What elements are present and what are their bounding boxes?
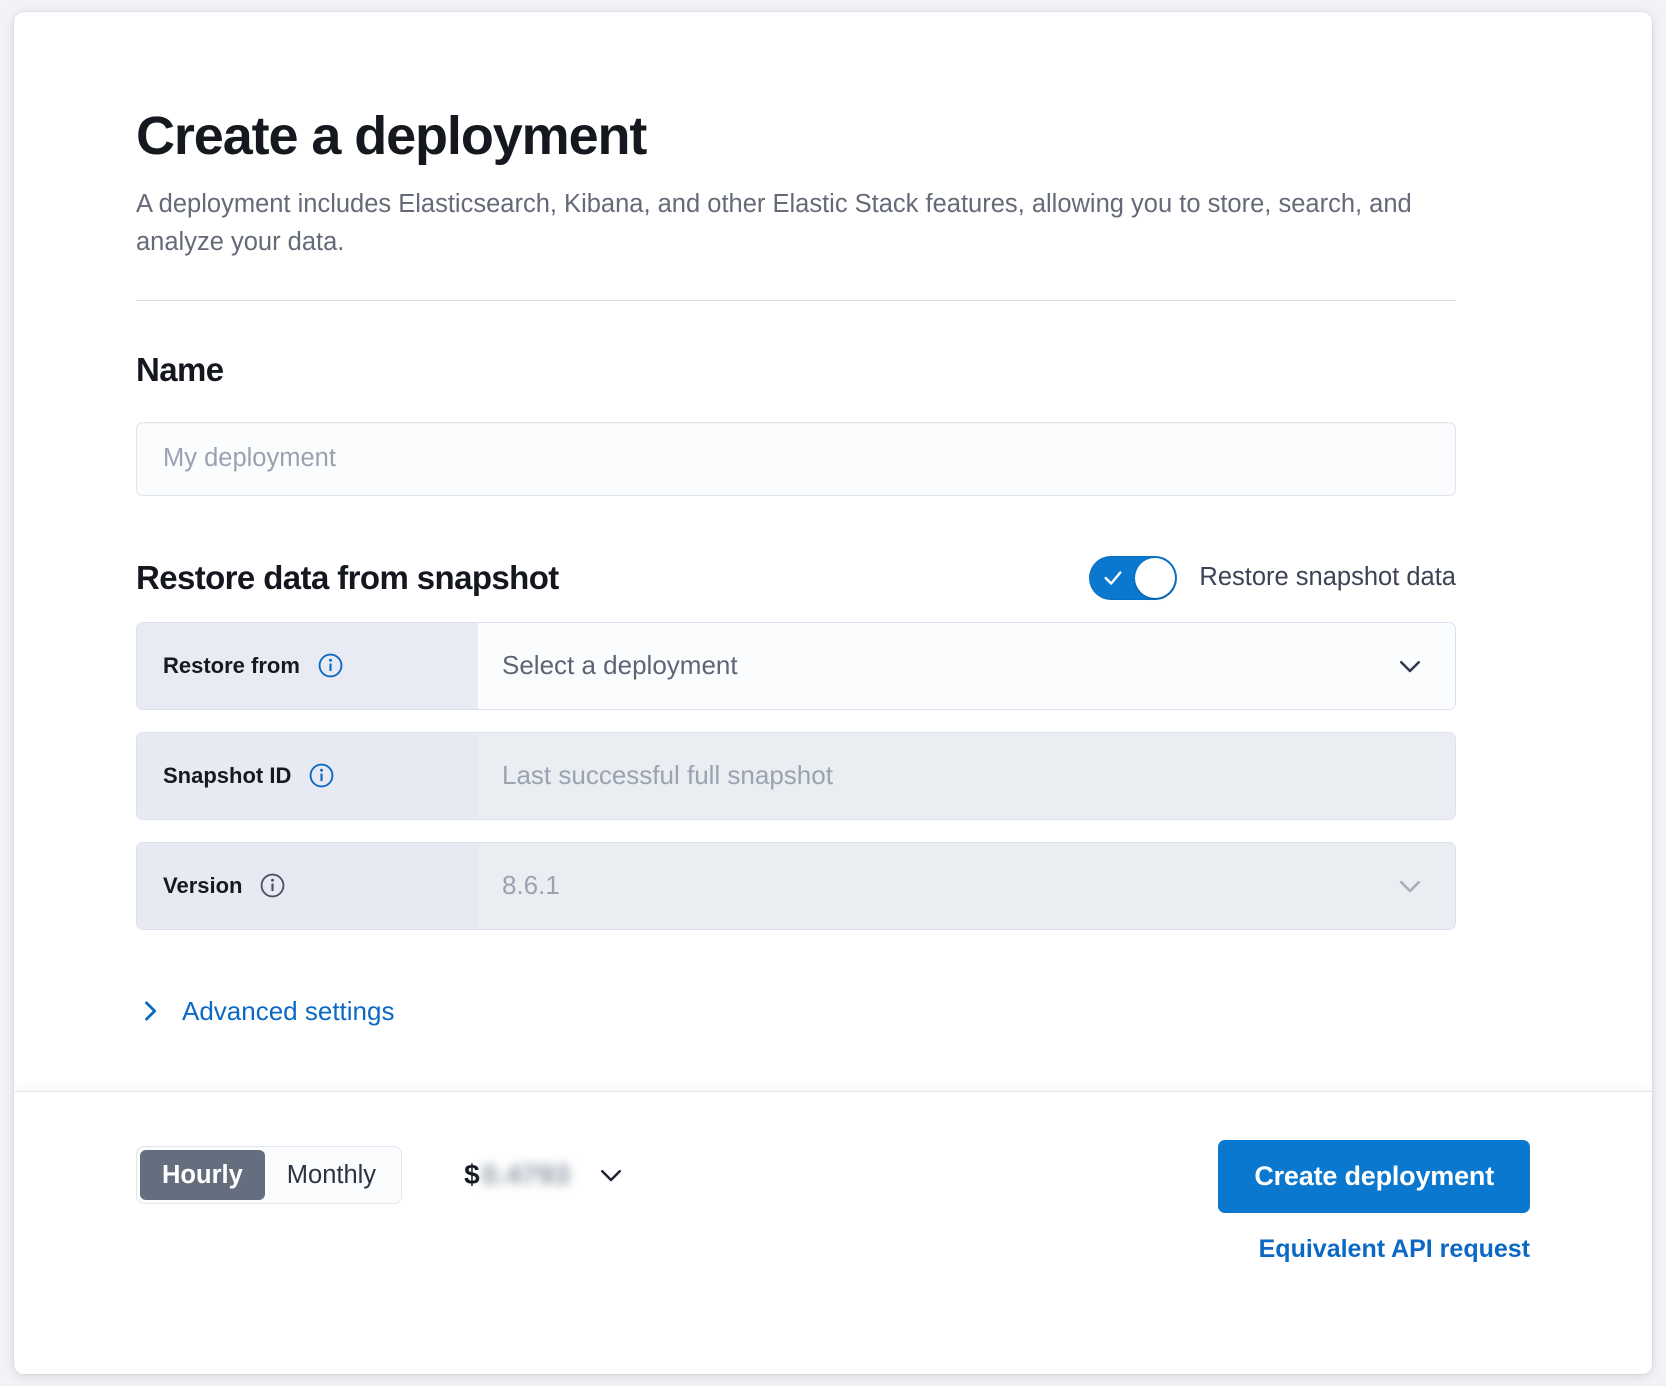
restore-from-select[interactable]: Select a deployment bbox=[478, 622, 1455, 709]
restore-from-row[interactable]: Restore from Select a deployment bbox=[136, 621, 1456, 710]
price-display: $ 0.4793 bbox=[464, 1159, 570, 1191]
page-description: A deployment includes Elasticsearch, Kib… bbox=[136, 190, 1412, 256]
version-label-cell: Version bbox=[137, 842, 478, 929]
footer-left-group: Hourly Monthly $ 0.4793 bbox=[136, 1140, 626, 1204]
chevron-right-icon bbox=[136, 997, 164, 1025]
restore-from-value: Select a deployment bbox=[502, 650, 738, 681]
info-icon[interactable] bbox=[318, 653, 343, 678]
restore-section-header: Restore data from snapshot Resto bbox=[136, 555, 1456, 600]
restore-snapshot-toggle-group[interactable]: Restore snapshot data bbox=[1089, 555, 1456, 600]
snapshot-id-label: Snapshot ID bbox=[163, 762, 292, 788]
price-value: 0.4793 bbox=[481, 1159, 571, 1190]
form-content: Create a deployment A deployment include… bbox=[136, 108, 1456, 1030]
version-value: 8.6.1 bbox=[502, 870, 560, 901]
footer-bar: Hourly Monthly $ 0.4793 Create bbox=[14, 1091, 1652, 1374]
chevron-down-icon bbox=[1395, 651, 1425, 681]
restore-section: Restore data from snapshot Resto bbox=[136, 555, 1456, 1031]
snapshot-id-row: Snapshot ID Last successful full snapsh bbox=[136, 731, 1456, 820]
footer-right-group: Create deployment Equivalent API request bbox=[1218, 1140, 1530, 1264]
name-section: Name My deployment bbox=[136, 351, 1456, 496]
snapshot-id-value: Last successful full snapshot bbox=[502, 760, 833, 791]
billing-option-hourly[interactable]: Hourly bbox=[140, 1150, 265, 1200]
info-icon[interactable] bbox=[260, 873, 285, 898]
switch-knob bbox=[1135, 557, 1176, 598]
restore-snapshot-switch[interactable] bbox=[1089, 555, 1178, 600]
equivalent-api-request-link[interactable]: Equivalent API request bbox=[1258, 1235, 1530, 1263]
billing-option-monthly[interactable]: Monthly bbox=[286, 1160, 377, 1189]
advanced-settings-toggle[interactable]: Advanced settings bbox=[136, 996, 394, 1027]
restore-section-title: Restore data from snapshot bbox=[136, 558, 559, 596]
version-row: Version 8.6.1 bbox=[136, 841, 1456, 930]
create-deployment-card: Create a deployment A deployment include… bbox=[14, 12, 1652, 1374]
chevron-down-icon bbox=[1395, 871, 1425, 901]
deployment-name-input[interactable]: My deployment bbox=[136, 421, 1456, 496]
restore-from-label: Restore from bbox=[163, 652, 300, 678]
name-section-title: Name bbox=[136, 350, 224, 388]
snapshot-id-label-cell: Snapshot ID bbox=[137, 732, 478, 819]
check-icon bbox=[1102, 567, 1124, 589]
header-divider bbox=[136, 299, 1456, 301]
chevron-down-icon[interactable] bbox=[596, 1160, 626, 1190]
price-summary-toggle[interactable]: $ 0.4793 bbox=[464, 1159, 626, 1191]
page-title: Create a deployment bbox=[136, 106, 647, 166]
version-select: 8.6.1 bbox=[478, 842, 1455, 929]
deployment-name-placeholder: My deployment bbox=[163, 444, 336, 473]
advanced-settings-label: Advanced settings bbox=[182, 995, 395, 1026]
create-deployment-button[interactable]: Create deployment bbox=[1218, 1140, 1530, 1213]
restore-snapshot-toggle-label: Restore snapshot data bbox=[1199, 563, 1456, 592]
form-body: Create a deployment A deployment include… bbox=[14, 12, 1652, 1091]
billing-period-segmented-control[interactable]: Hourly Monthly bbox=[136, 1146, 403, 1204]
restore-from-label-cell: Restore from bbox=[137, 622, 478, 709]
price-currency: $ bbox=[464, 1159, 480, 1190]
info-icon[interactable] bbox=[309, 763, 334, 788]
version-label: Version bbox=[163, 872, 243, 898]
snapshot-id-input: Last successful full snapshot bbox=[478, 732, 1455, 819]
